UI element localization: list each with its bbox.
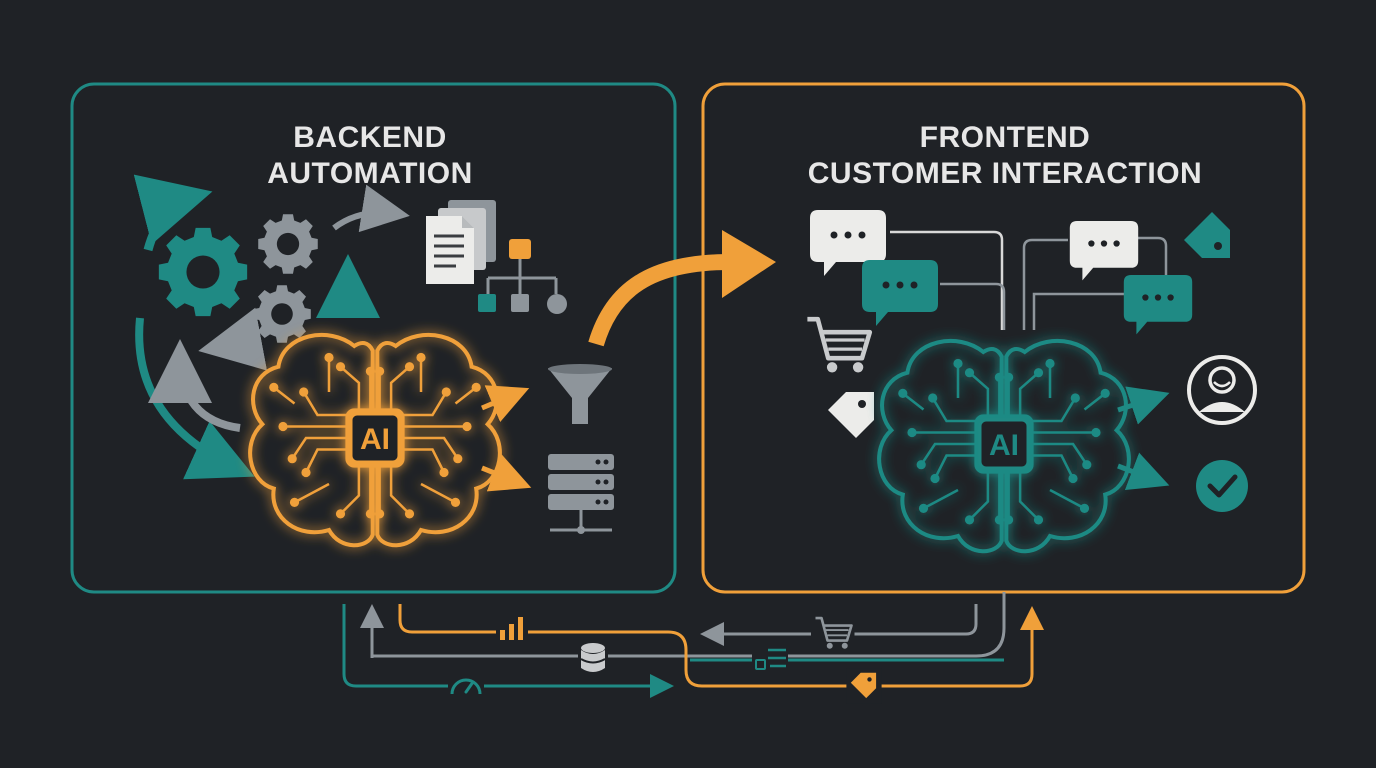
loop-line (700, 604, 978, 646)
chat-bubble-icon (1069, 221, 1139, 281)
cycle-arrow (133, 174, 213, 252)
frontend-panel-title: FRONTEND CUSTOMER INTERACTION (760, 120, 1250, 192)
funnel-icon (548, 364, 612, 424)
output-arrow (1117, 452, 1170, 491)
transfer-arrow (588, 254, 731, 347)
feedback-arrow (135, 317, 255, 480)
server-icon (548, 454, 614, 534)
price-tag-icon (1184, 212, 1230, 258)
shopping-cart-icon (807, 319, 869, 372)
chat-bubble-icon (1123, 275, 1193, 335)
feedback-arrow (148, 339, 241, 432)
checkmark-icon (1196, 460, 1248, 512)
gear-icon (158, 227, 248, 317)
chat-bubble-icon (862, 260, 938, 326)
gear-icon (258, 214, 318, 274)
bar-chart-icon (496, 616, 528, 640)
cycle-arrow (315, 254, 380, 319)
process-arrow (332, 184, 410, 233)
loop-line (372, 592, 1006, 658)
shopping-cart-icon (811, 613, 855, 653)
list-icon (752, 646, 788, 672)
output-arrow (481, 454, 532, 492)
connector-line (890, 230, 1004, 330)
gear-icon (253, 285, 311, 343)
document-icon (426, 200, 496, 284)
connector-line (1032, 292, 1124, 330)
connector-line (1022, 238, 1068, 330)
transfer-arrowhead (722, 230, 776, 298)
backend-title-line2: AUTOMATION (267, 157, 473, 190)
cycle-arrow (198, 307, 268, 371)
brain-label: AI (360, 423, 390, 456)
connector-line (940, 282, 1006, 330)
backend-panel (70, 82, 677, 594)
user-avatar-icon (1187, 355, 1257, 425)
price-tag-icon (828, 392, 874, 438)
frontend-title-line2: CUSTOMER INTERACTION (807, 157, 1203, 190)
output-arrow (1117, 386, 1170, 425)
brain-label: AI (989, 429, 1019, 462)
backend-title-line1: BACKEND (293, 121, 447, 154)
loop-line (398, 604, 1044, 688)
backend-panel-title: BACKEND AUTOMATION (200, 120, 540, 192)
connector-line (1138, 236, 1168, 276)
price-tag-icon (846, 668, 882, 704)
loop-line (342, 604, 674, 698)
output-arrow (481, 385, 530, 423)
speedometer-icon (448, 672, 484, 698)
frontend-title-line1: FRONTEND (919, 121, 1091, 154)
database-icon (578, 642, 608, 672)
gear-cluster (158, 214, 318, 343)
org-chart-icon (478, 239, 567, 314)
chat-bubble-icon (810, 210, 886, 276)
